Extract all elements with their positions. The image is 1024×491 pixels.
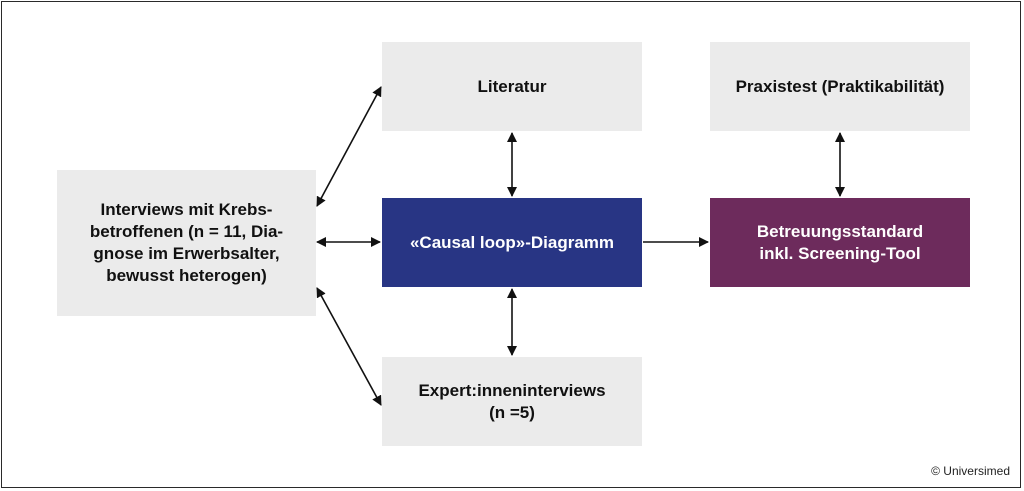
node-praxistest-label: Praxistest (Praktikabilität) (735, 76, 945, 96)
arrow-interviews-expert (316, 287, 382, 406)
arrow-interviews-literatur (316, 86, 382, 207)
node-interviews-label: Interviews mit Krebs- betroffenen (n = 1… (89, 200, 284, 285)
node-praxistest: Praxistest (Praktikabilität) (710, 42, 970, 131)
node-interviews: Interviews mit Krebs- betroffenen (n = 1… (57, 170, 316, 316)
node-betreuungsstandard-label: Betreuungsstandard inkl. Screening-Tool (756, 221, 924, 263)
node-causal-loop: «Causal loop»-Diagramm (382, 198, 642, 287)
node-literatur: Literatur (382, 42, 642, 131)
copyright-notice: © Universimed (931, 464, 1010, 478)
node-expert-interviews: Expert:inneninterviews (n =5) (382, 357, 642, 446)
node-betreuungsstandard: Betreuungsstandard inkl. Screening-Tool (710, 198, 970, 287)
node-expert-interviews-label: Expert:inneninterviews (n =5) (418, 380, 606, 422)
node-literatur-label: Literatur (477, 76, 547, 96)
node-causal-loop-label: «Causal loop»-Diagramm (409, 232, 615, 252)
